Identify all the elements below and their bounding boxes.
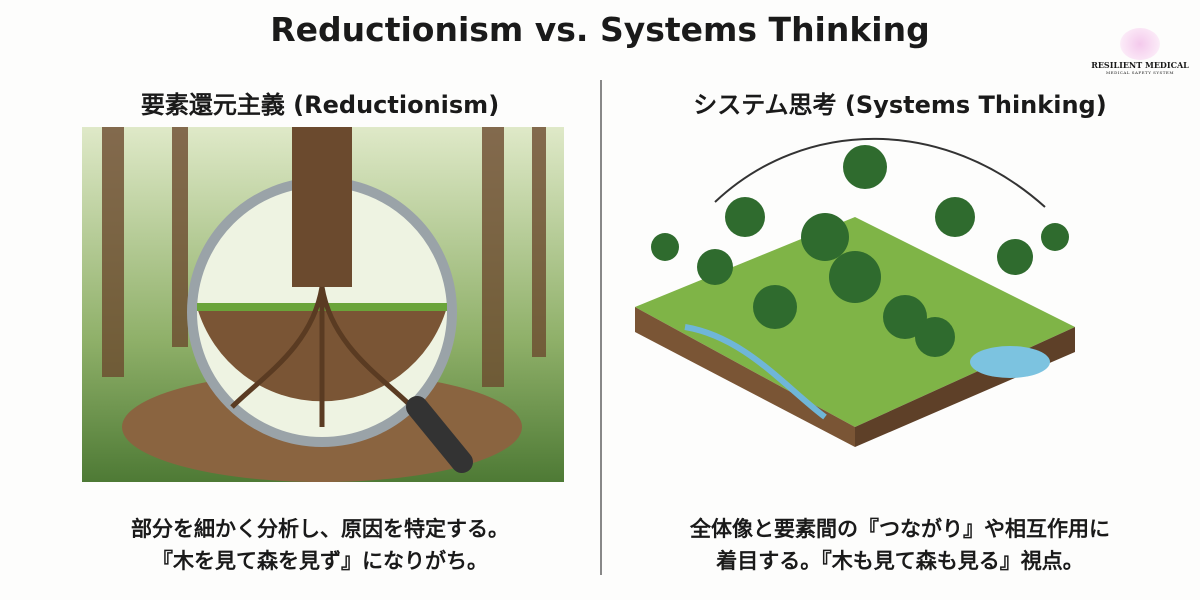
forest-ecosystem-illustration	[635, 137, 1075, 447]
systems-thinking-caption-line1: 全体像と要素間の『つながり』や相互作用に	[690, 517, 1110, 541]
dove-logo-icon	[1120, 28, 1160, 60]
magnified-tree-roots-illustration	[82, 127, 564, 482]
systems-thinking-heading: システム思考 (Systems Thinking)	[693, 91, 1107, 119]
reductionism-heading: 要素還元主義 (Reductionism)	[140, 91, 500, 119]
reductionism-caption: 部分を細かく分析し、原因を特定する。 『木を見て森を見ず』になりがち。	[40, 513, 600, 577]
logo-name: RESILIENT MEDICAL	[1091, 60, 1189, 70]
divider	[600, 80, 602, 575]
systems-thinking-caption: 全体像と要素間の『つながり』や相互作用に 着目する。『木も見て森も見る』視点。	[620, 513, 1180, 577]
page-title: Reductionism vs. Systems Thinking	[270, 10, 930, 49]
systems-thinking-caption-line2: 着目する。『木も見て森も見る』視点。	[716, 549, 1084, 573]
logo: RESILIENT MEDICAL MEDICAL SAFETY SYSTEM	[1085, 28, 1195, 75]
reductionism-caption-line2: 『木を見て森を見ず』になりがち。	[152, 549, 488, 573]
reductionism-caption-line1: 部分を細かく分析し、原因を特定する。	[131, 517, 509, 541]
logo-tagline: MEDICAL SAFETY SYSTEM	[1106, 70, 1174, 75]
